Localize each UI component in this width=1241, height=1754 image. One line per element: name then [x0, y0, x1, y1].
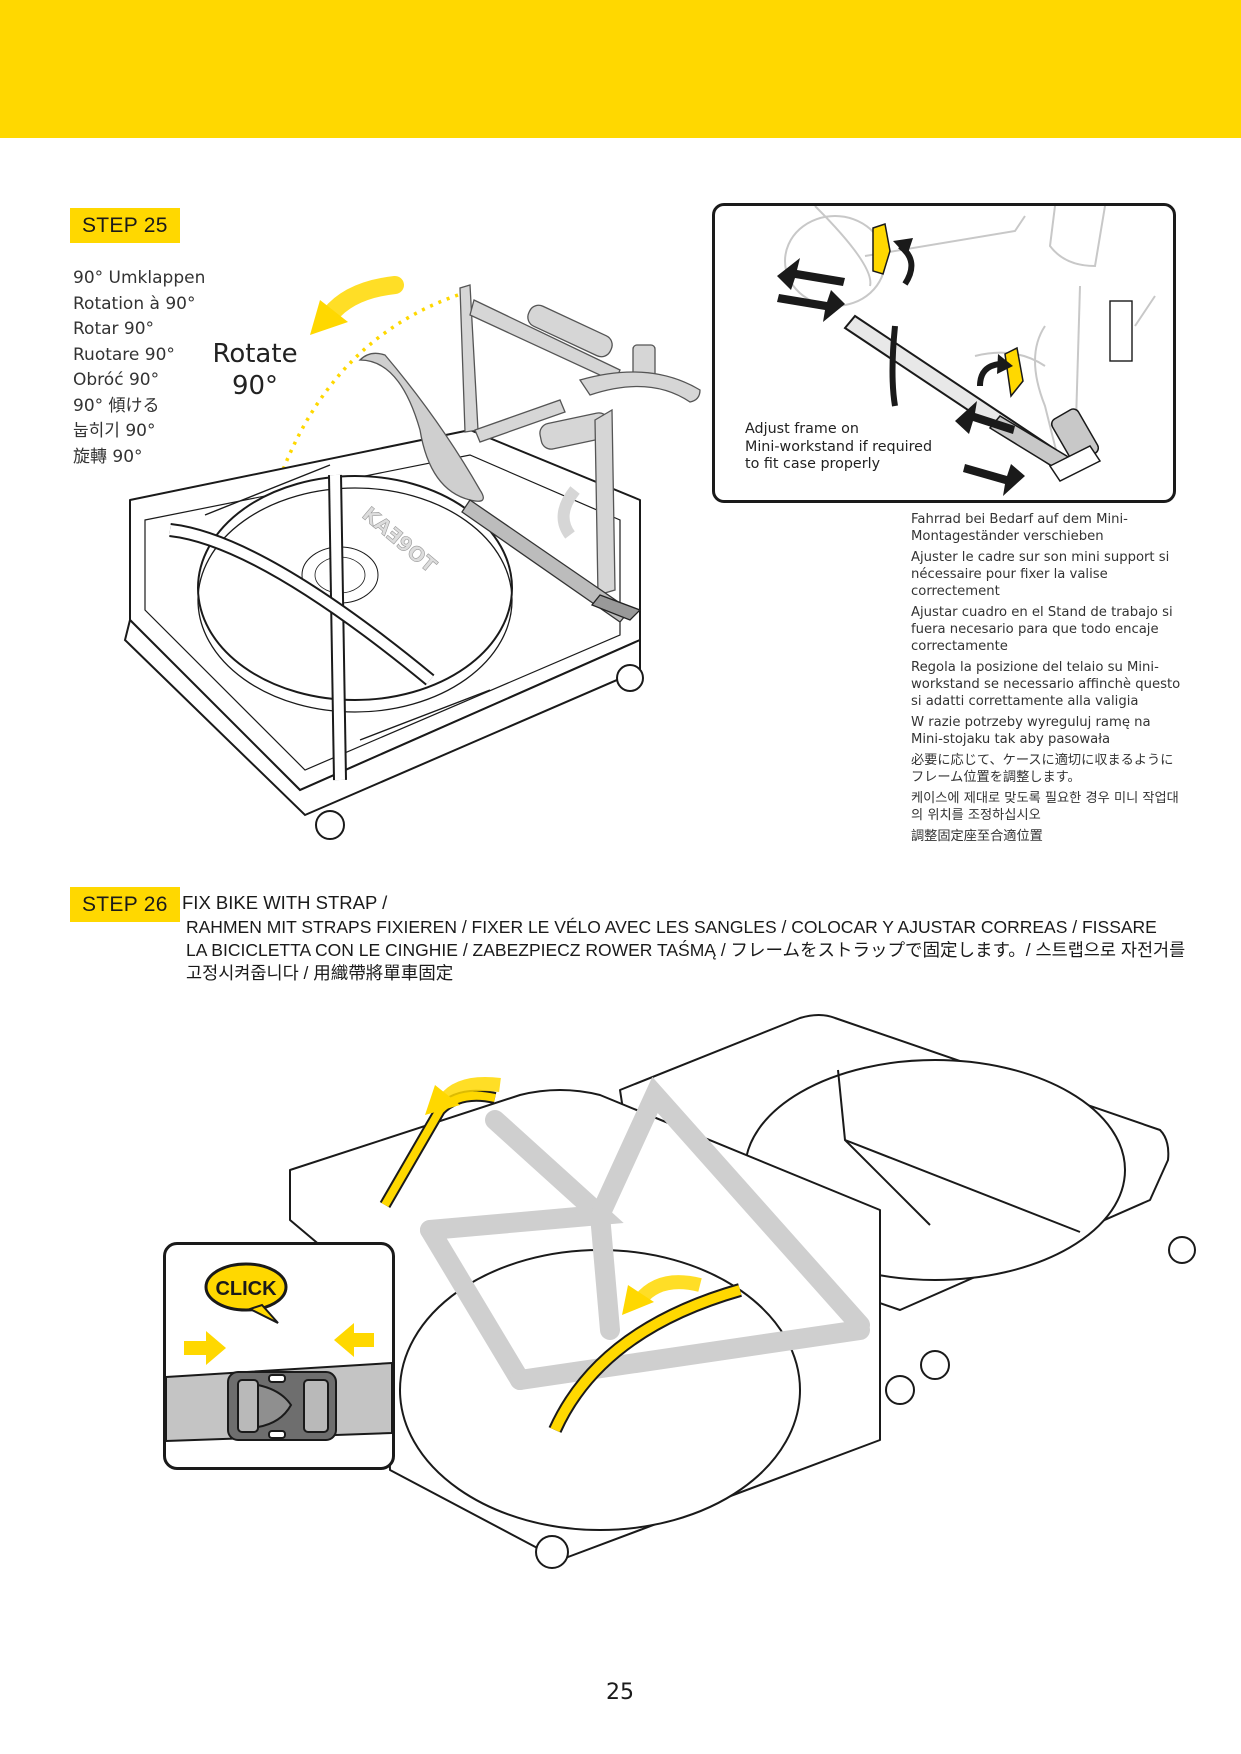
- bike-case-shell: [123, 429, 644, 840]
- translation-it: Ruotare 90°: [73, 344, 175, 365]
- inset-caption-line: Mini-workstand if required: [745, 438, 933, 455]
- instruction-it: Regola la posizione del telaio su Mini-w…: [911, 660, 1181, 709]
- rotate-arrow-icon: [310, 276, 404, 335]
- quick-release-lever-icon: [1004, 346, 1024, 398]
- header-color-band: [0, 0, 1241, 138]
- rotate-label-line1: Rotate: [212, 339, 298, 369]
- page-number: 25: [606, 1680, 634, 1705]
- rotate-translations: 90° Umklappen Rotation à 90° Rotar 90° R…: [73, 266, 205, 470]
- instruction-translations: Fahrrad bei Bedarf auf dem Mini-Montages…: [911, 511, 1181, 849]
- translation-ko: 눕히기 90°: [73, 421, 156, 441]
- quick-release-lever-icon: [872, 223, 891, 275]
- translation-de: 90° Umklappen: [73, 268, 206, 288]
- workstand-detail-inset: Adjust frame on Mini-workstand if requir…: [712, 203, 1176, 503]
- buckle-click-inset: CLICK: [163, 1242, 395, 1470]
- push-arrows-icon: [184, 1323, 374, 1365]
- workstand-detail-illustration: [777, 206, 1156, 496]
- translation-ja: 90° 傾ける: [73, 395, 160, 416]
- translation-pl: Obróć 90°: [73, 370, 160, 390]
- instruction-fr: Ajuster le cadre sur son mini support si…: [911, 550, 1170, 599]
- buckle-click-illustration: CLICK: [166, 1262, 392, 1443]
- instruction-de: Fahrrad bei Bedarf auf dem Mini-Montages…: [911, 512, 1128, 544]
- step-26-translation-line: RAHMEN MIT STRAPS FIXIEREN / FIXER LE VÉ…: [186, 917, 1157, 937]
- translation-fr: Rotation à 90°: [73, 293, 196, 314]
- click-label: CLICK: [215, 1278, 277, 1300]
- step-26-translation-line: 고정시켜줍니다 / 用織帶將單車固定: [186, 963, 454, 983]
- step-26-translations: RAHMEN MIT STRAPS FIXIEREN / FIXER LE VÉ…: [186, 916, 1186, 985]
- inset-caption-line: Adjust frame on: [745, 421, 859, 437]
- click-speech-bubble: [204, 1262, 288, 1324]
- instruction-pl: W razie potrzeby wyreguluj ramę na Mini-…: [911, 715, 1151, 747]
- buckle-icon: [227, 1371, 337, 1441]
- instruction-es: Ajustar cuadro en el Stand de trabajo si…: [911, 605, 1173, 654]
- bike-frame: [358, 284, 701, 623]
- instruction-ja: 必要に応じて、ケースに適切に収まるようにフレーム位置を調整します。: [911, 753, 1174, 785]
- step-26-translation-line: LA BICICLETTA CON LE CINGHIE / ZABEZPIEC…: [186, 940, 1186, 960]
- bike-frame-laid: [420, 1076, 870, 1390]
- step-26-badge: STEP 26: [70, 887, 180, 922]
- instruction-ko: 케이스에 제대로 맞도록 필요한 경우 미니 작업대의 위치를 조정하십시오: [911, 791, 1179, 823]
- rotate-arrow-icon: [425, 1077, 702, 1315]
- inset-caption: Adjust frame on Mini-workstand if requir…: [745, 421, 932, 474]
- translation-zh: 旋轉 90°: [73, 446, 143, 467]
- inset-caption-line: to fit case properly: [745, 456, 881, 472]
- step-26-title: FIX BIKE WITH STRAP /: [182, 892, 388, 913]
- slide-arrows-icon: [777, 258, 1025, 496]
- turn-arrow-icon: [977, 361, 1001, 387]
- step-25-badge: STEP 25: [70, 208, 180, 243]
- rotate-label: Rotate 90°: [205, 338, 305, 402]
- open-bike-case: [289, 1014, 1196, 1569]
- instruction-zh: 調整固定座至合適位置: [911, 829, 1043, 844]
- rotate-label-line2: 90°: [231, 371, 279, 401]
- translation-es: Rotar 90°: [73, 319, 155, 339]
